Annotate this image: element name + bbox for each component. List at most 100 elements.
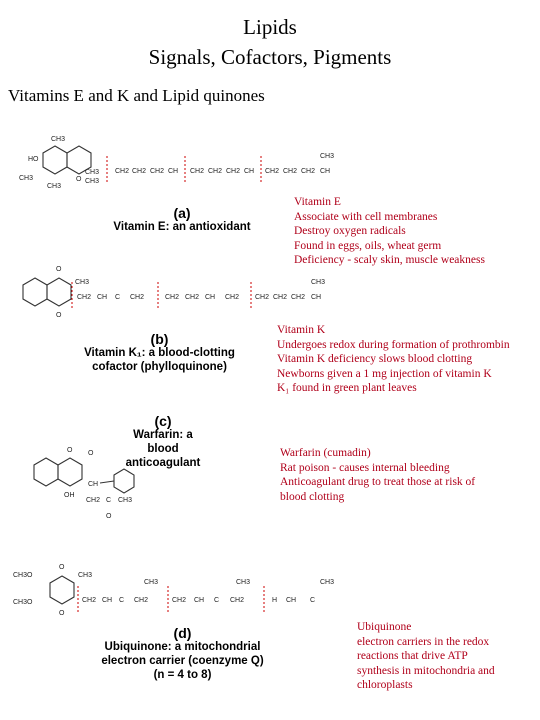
note-line: Newborns given a 1 mg injection of vitam… <box>277 367 492 380</box>
page-title-line2: Signals, Cofactors, Pigments <box>148 45 392 69</box>
caption-text: Vitamin K₁: a blood-clotting <box>84 347 235 359</box>
atom-c: C <box>119 597 124 604</box>
atom-ch3: CH3 <box>19 175 33 182</box>
structure-label: (a) <box>173 205 191 221</box>
atom-o: O <box>67 447 73 454</box>
atom-ch2: CH2 <box>283 168 297 175</box>
note-line: Vitamin E <box>294 196 341 208</box>
caption-text: Vitamin E: an antioxidant <box>113 221 251 233</box>
caption-text: cofactor (phylloquinone) <box>92 361 227 373</box>
atom-ch: CH <box>205 294 215 301</box>
vitamin-e-caption: (a) Vitamin E: an antioxidant <box>112 206 252 234</box>
atom-ch3o: CH3O <box>13 572 33 579</box>
atom-ch2: CH2 <box>301 168 315 175</box>
note-line: Destroy oxygen radicals <box>294 225 406 238</box>
note-line: chloroplasts <box>357 679 413 692</box>
atom-ch3: CH3 <box>51 136 65 143</box>
atom-ch3: CH3 <box>144 579 158 586</box>
atom-ho: HO <box>28 156 39 163</box>
atom-o: O <box>56 312 62 319</box>
atom-ch2: CH2 <box>185 294 199 301</box>
atom-o: O <box>88 450 94 457</box>
vitamin-k-note: Vitamin K Undergoes redox during formati… <box>277 323 510 396</box>
caption-text: anticoagulant <box>125 457 201 469</box>
atom-ch3: CH3 <box>320 153 334 160</box>
atom-ch: CH <box>194 597 204 604</box>
atom-ch2: CH2 <box>134 597 148 604</box>
atom-o: O <box>59 610 65 617</box>
structure-label: (d) <box>173 625 192 641</box>
atom-ch: CH <box>244 168 254 175</box>
atom-ch3: CH3 <box>75 279 89 286</box>
vitamin-k-structure: O O CH3 CH2 CH C CH2 CH2 CH2 CH CH2 CH2 … <box>22 266 325 319</box>
atom-ch3: CH3 <box>47 183 61 190</box>
atom-ch2: CH2 <box>150 168 164 175</box>
atom-ch2: CH2 <box>208 168 222 175</box>
section-subtitle: Vitamins E and K and Lipid quinones <box>8 86 265 105</box>
caption-text: Ubiquinone: a mitochondrial <box>104 641 261 653</box>
note-line: Vitamin K <box>277 324 326 336</box>
note-line: Vitamin K deficiency slows blood clottin… <box>277 353 473 366</box>
atom-ch2: CH2 <box>132 168 146 175</box>
caption-text: electron carrier (coenzyme Q) <box>101 655 264 667</box>
atom-ch: CH <box>286 597 296 604</box>
caption-text: (n = 4 to 8) <box>153 669 212 681</box>
atom-ch2: CH2 <box>86 497 100 504</box>
atom-ch2: CH2 <box>273 294 287 301</box>
atom-ch2: CH2 <box>225 294 239 301</box>
note-line: Undergoes redox during formation of prot… <box>277 338 510 351</box>
note-line: synthesis in mitochondria and <box>357 664 495 677</box>
atom-ch2: CH2 <box>255 294 269 301</box>
atom-ch: CH <box>97 294 107 301</box>
note-line: Associate with cell membranes <box>294 210 438 223</box>
atom-ch3o: CH3O <box>13 599 33 606</box>
atom-c: C <box>214 597 219 604</box>
warfarin-structure: O O OH CH CH2 C CH3 O <box>33 447 135 520</box>
page-title-line1: Lipids <box>243 15 297 39</box>
structure-label: (c) <box>154 413 172 429</box>
note-line: Anticoagulant drug to treat those at ris… <box>280 476 476 489</box>
atom-ch3: CH3 <box>118 497 132 504</box>
atom-o: O <box>56 266 62 273</box>
atom-o: O <box>59 564 65 571</box>
note-line: Deficiency - scaly skin, muscle weakness <box>294 254 485 267</box>
vitamin-e-structure: HO CH3 CH3 CH3 O CH3 CH3 CH2 CH2 CH2 CH … <box>19 136 334 190</box>
atom-ch2: CH2 <box>172 597 186 604</box>
atom-ch: CH <box>102 597 112 604</box>
note-line: K₁ found in green plant leaves <box>277 382 417 395</box>
note-line: electron carriers in the redox <box>357 635 490 648</box>
warfarin-note: Warfarin (cumadin) Rat poison - causes i… <box>280 446 475 504</box>
atom-c: C <box>106 497 111 504</box>
atom-ch2: CH2 <box>226 168 240 175</box>
atom-ch3: CH3 <box>236 579 250 586</box>
note-line: Found in eggs, oils, wheat germ <box>294 239 442 252</box>
note-line: Ubiquinone <box>357 621 412 633</box>
note-line: blood clotting <box>280 490 345 503</box>
atom-ch2: CH2 <box>265 168 279 175</box>
note-line: Rat poison - causes internal bleeding <box>280 461 450 474</box>
atom-ch3: CH3 <box>78 572 92 579</box>
atom-ch3: CH3 <box>85 178 99 185</box>
atom-ch2: CH2 <box>77 294 91 301</box>
vitamin-e-note: Vitamin E Associate with cell membranes … <box>294 195 485 268</box>
atom-ch2: CH2 <box>165 294 179 301</box>
atom-ch: CH <box>88 481 98 488</box>
atom-ch2: CH2 <box>115 168 129 175</box>
atom-o: O <box>76 176 82 183</box>
ubiquinone-structure: CH3O CH3O O O CH3 CH3 CH2 CH C CH2 CH2 C… <box>13 564 334 617</box>
atom-ch3: CH3 <box>311 279 325 286</box>
atom-ch: CH <box>168 168 178 175</box>
vitamin-k-caption: (b) Vitamin K₁: a blood-clotting cofacto… <box>82 332 237 374</box>
ubiquinone-note: Ubiquinone electron carriers in the redo… <box>357 620 495 693</box>
atom-ch2: CH2 <box>190 168 204 175</box>
atom-ch3: CH3 <box>85 169 99 176</box>
ubiquinone-caption: (d) Ubiquinone: a mitochondrial electron… <box>90 626 275 682</box>
atom-c: C <box>115 294 120 301</box>
atom-ch: CH <box>311 294 321 301</box>
atom-h: H <box>272 597 277 604</box>
atom-ch2: CH2 <box>230 597 244 604</box>
atom-ch2: CH2 <box>291 294 305 301</box>
warfarin-caption: (c) Warfarin: a blood anticoagulant <box>118 414 208 470</box>
atom-ch2: CH2 <box>82 597 96 604</box>
caption-text: Warfarin: a blood <box>133 429 193 455</box>
